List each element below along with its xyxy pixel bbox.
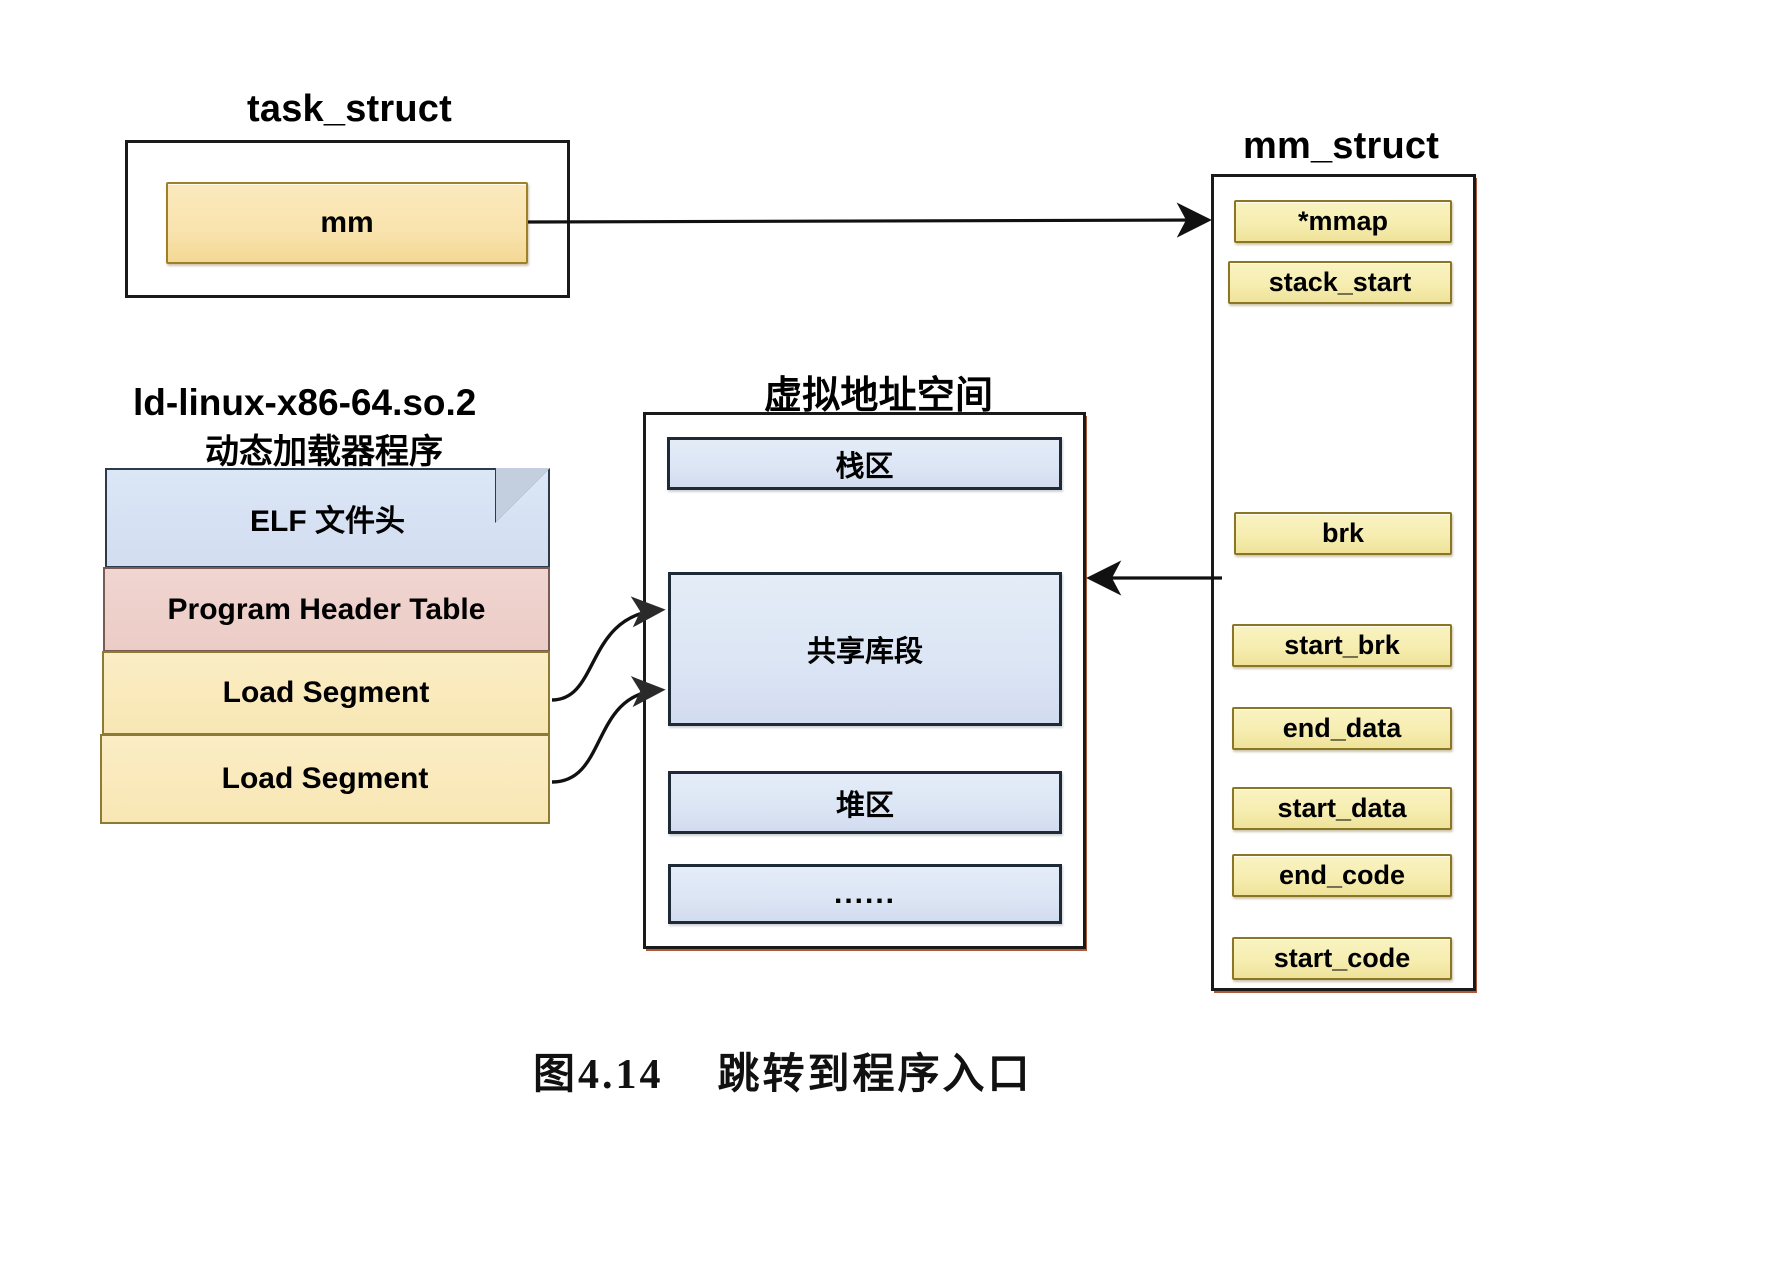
arrow-mm-to-mm-struct: [527, 202, 1212, 238]
loader-title-line2: 动态加载器程序: [205, 433, 443, 471]
vas-region-more[interactable]: ......: [668, 864, 1062, 924]
vas-region-stack[interactable]: 栈区: [667, 437, 1062, 490]
vas-title: 虚拟地址空间: [764, 375, 994, 417]
page-fold-icon: [496, 468, 550, 522]
mm-struct-field-start-data[interactable]: start_data: [1232, 787, 1452, 830]
task-struct-title: task_struct: [247, 88, 452, 130]
mm-struct-field-mmap[interactable]: *mmap: [1234, 200, 1452, 243]
elf-layer-load-segment-1[interactable]: Load Segment: [102, 651, 550, 735]
figure-caption: 图4.14 跳转到程序入口: [533, 1052, 1033, 1098]
elf-layer-program-header-table[interactable]: Program Header Table: [103, 567, 550, 652]
elf-layer-load-segment-2[interactable]: Load Segment: [100, 734, 550, 824]
mm-struct-field-start-code[interactable]: start_code: [1232, 937, 1452, 980]
elf-layer-header[interactable]: ELF 文件头: [105, 468, 550, 568]
vas-region-shared-lib[interactable]: 共享库段: [668, 572, 1062, 726]
mm-struct-field-end-code[interactable]: end_code: [1232, 854, 1452, 897]
loader-title-line1: ld-linux-x86-64.so.2: [133, 382, 477, 423]
elf-file-stack: ELF 文件头 Program Header Table Load Segmen…: [100, 468, 555, 826]
mm-struct-field-stack-start[interactable]: stack_start: [1228, 261, 1452, 304]
mm-struct-field-brk[interactable]: brk: [1234, 512, 1452, 555]
vas-region-heap[interactable]: 堆区: [668, 771, 1062, 834]
mm-struct-field-start-brk[interactable]: start_brk: [1232, 624, 1452, 667]
mm-struct-title: mm_struct: [1243, 125, 1440, 167]
task-struct-field-mm[interactable]: mm: [166, 182, 528, 264]
mm-struct-field-end-data[interactable]: end_data: [1232, 707, 1452, 750]
